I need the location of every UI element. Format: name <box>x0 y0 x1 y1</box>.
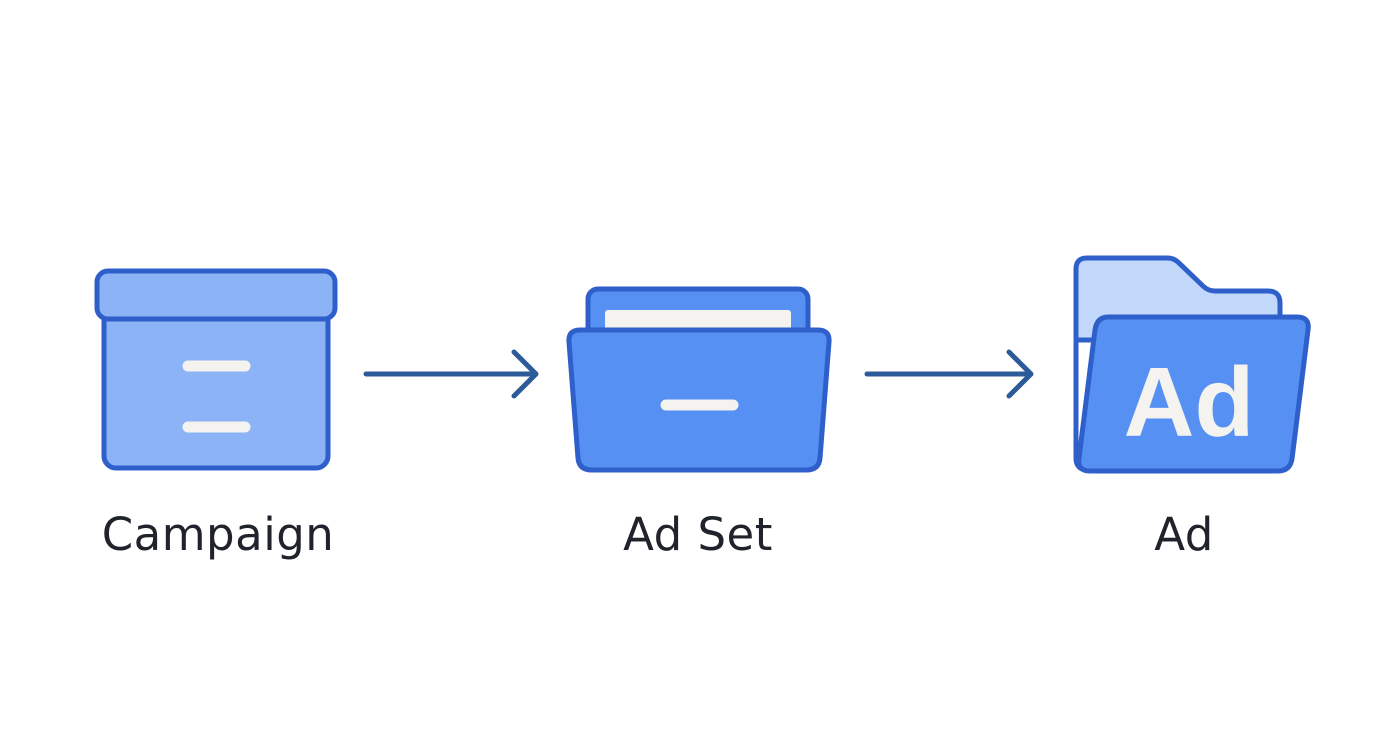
stage-label-ad: Ad <box>1154 508 1214 561</box>
arrow-right-icon <box>363 349 539 399</box>
archive-box-icon <box>94 268 338 471</box>
ad-folder-icon: Ad <box>1073 255 1311 474</box>
arrow-right-icon <box>864 349 1034 399</box>
stage-label-campaign: Campaign <box>101 508 335 561</box>
ad-icon-text: Ad <box>1124 347 1255 457</box>
stage-label-ad-set: Ad Set <box>623 508 773 561</box>
open-folder-icon <box>566 286 832 473</box>
